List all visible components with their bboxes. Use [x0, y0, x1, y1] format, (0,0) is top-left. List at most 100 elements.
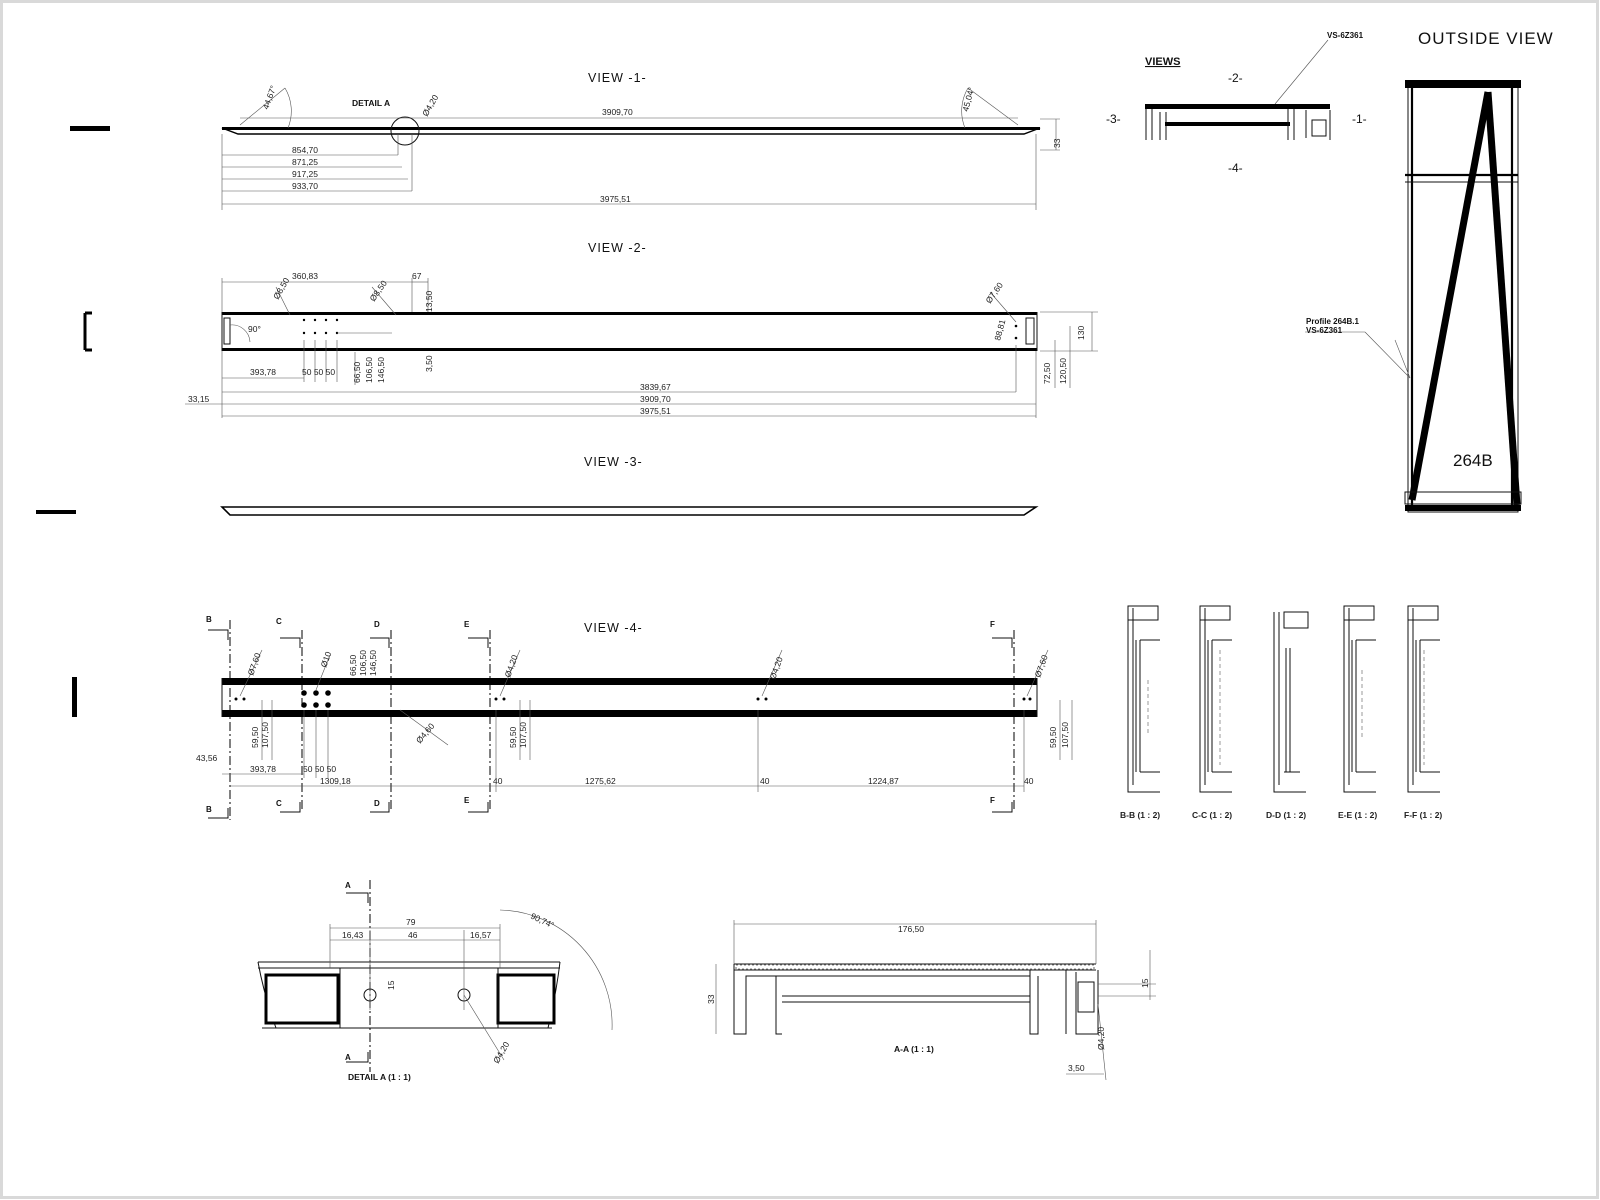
section-d-label: D-D (1 : 2) [1266, 810, 1306, 820]
marker-2: -2- [1228, 71, 1243, 85]
view2-dia-a: Ø8,50 [271, 276, 291, 301]
v4-v3: 146,50 [368, 650, 378, 676]
v4-zero-b: 40 [760, 776, 770, 786]
view1-d1: 854,70 [292, 145, 318, 155]
view2-top-a: 360,83 [292, 271, 318, 281]
v4-v2: 106,50 [358, 650, 368, 676]
view-3: VIEW -3- [36, 455, 1039, 516]
view2-left-dim: 393,78 [250, 367, 276, 377]
detail-a-tag: DETAIL A [352, 98, 390, 108]
cut-c-bottom: C [276, 799, 282, 808]
section-f-label: F-F (1 : 2) [1404, 810, 1442, 820]
view2-len-a: 3839,67 [640, 382, 671, 392]
view1-d3: 917,25 [292, 169, 318, 179]
views-heading: VIEWS [1145, 56, 1180, 68]
cut-d-top: D [374, 620, 380, 629]
view2-len-b: 3909,70 [640, 394, 671, 404]
detail-cut-bottom: A [345, 1053, 351, 1062]
view-1: VIEW -1- DETAIL A Ø4,20 44,67° 45,04° 39… [70, 71, 1062, 210]
view2-v3: 146,50 [376, 357, 386, 383]
v4-pitch: 50 50 50 [303, 764, 336, 774]
outside-view: OUTSIDE VIEW 264B Profile 264B.1 VS-6Z36… [1305, 29, 1553, 513]
section-views: B-B (1 : 2) C-C (1 : 2) D-D (1 : 2) E-E … [1120, 605, 1442, 820]
v4-zero-c: 40 [1024, 776, 1034, 786]
view2-top-b: 67 [412, 271, 422, 281]
views-key: VIEWS -2- -3- -1- -4- VS-6Z361 [1106, 31, 1367, 175]
view2-thumbnail [83, 311, 92, 352]
aa-label: A-A (1 : 1) [894, 1044, 934, 1054]
aa-h: 15 [1140, 978, 1150, 988]
marker-1: -1- [1352, 112, 1367, 126]
view2-title: VIEW -2- [588, 241, 647, 255]
v4-zero-a: 40 [493, 776, 503, 786]
section-c [1199, 605, 1232, 793]
frame-label-264b: 264B [1453, 451, 1493, 470]
view2-offset: 33,15 [188, 394, 210, 404]
section-a-a: 176,50 33 15 Ø4,20 3,50 A-A (1 : 1) [706, 920, 1156, 1081]
view2-v2: 106,50 [364, 357, 374, 383]
section-c-label: C-C (1 : 2) [1192, 810, 1232, 820]
view2-r1: 72,50 [1042, 362, 1052, 384]
detail-b-dim: 46 [408, 930, 418, 940]
view4-title: VIEW -4- [584, 621, 643, 635]
view2-pitch: 50 50 50 [302, 367, 335, 377]
v4-m1: 59,50 [508, 726, 518, 748]
cut-b-top: B [206, 615, 212, 624]
view2-v1: 66,50 [352, 361, 362, 383]
marker-4: -4- [1228, 161, 1243, 175]
view-4: VIEW -4- B B C C [72, 615, 1073, 820]
v4-l2: 107,50 [260, 722, 270, 748]
detail-a-dim: 16,43 [342, 930, 364, 940]
v4-span3: 1224,87 [868, 776, 899, 786]
view1-d4: 933,70 [292, 181, 318, 191]
cut-f-top: F [990, 620, 995, 629]
v4-left-off: 43,56 [196, 753, 218, 763]
detail-cut-top: A [345, 881, 351, 890]
v4-dia-d: Ø4,20 [767, 655, 784, 680]
v4-dia-e: Ø7,60 [1032, 653, 1049, 678]
v4-dia-b: Ø10 [318, 650, 333, 669]
v4-dia-a: Ø7,60 [245, 651, 262, 676]
marker-3: -3- [1106, 112, 1121, 126]
v4-m2: 107,50 [518, 722, 528, 748]
view1-hole-dim: Ø4,20 [420, 93, 440, 118]
cut-b-bottom: B [206, 805, 212, 814]
section-e [1343, 605, 1376, 793]
view2-r2: 120,50 [1058, 358, 1068, 384]
view1-total-length: 3975,51 [600, 194, 631, 204]
detail-angle: 90,74° [529, 911, 556, 930]
view2-h2: 3,50 [424, 355, 434, 372]
view1-title: VIEW -1- [588, 71, 647, 85]
section-b-label: B-B (1 : 2) [1120, 810, 1160, 820]
view2-angle: 90° [248, 324, 261, 334]
view2-dia-right: Ø7,60 [983, 280, 1005, 305]
view2-h1: 13,50 [424, 290, 434, 312]
detail-w: 79 [406, 917, 416, 927]
view1-top-length: 3909,70 [602, 107, 633, 117]
cut-c-top: C [276, 617, 282, 626]
v4-span1: 1309,18 [320, 776, 351, 786]
v4-span2: 1275,62 [585, 776, 616, 786]
view3-thumbnail [36, 510, 76, 514]
cut-f-bottom: F [990, 796, 995, 805]
detail-a: A A 79 16,43 46 16,57 15 90,74° Ø4,20 DE… [257, 880, 613, 1082]
view2-len-c: 3975,51 [640, 406, 671, 416]
top-profile-callout: VS-6Z361 [1327, 31, 1364, 40]
view2-side-right: 88,81 [992, 318, 1007, 341]
view4-thumbnail [72, 677, 77, 717]
v4-v1: 66,50 [348, 654, 358, 676]
v4-dia-c: Ø4,20 [502, 653, 519, 678]
section-e-label: E-E (1 : 2) [1338, 810, 1377, 820]
view1-thumbnail [70, 126, 110, 131]
aa-height: 33 [706, 994, 716, 1004]
v4-rr1: 59,50 [1048, 726, 1058, 748]
detail-c-dim: 16,57 [470, 930, 492, 940]
view1-angle-left: 44,67° [260, 84, 278, 111]
cut-e-top: E [464, 620, 470, 629]
detail-h: 15 [386, 980, 396, 990]
profile-callout-line1: Profile 264B.1 [1306, 317, 1359, 326]
view1-angle-right: 45,04° [960, 86, 976, 112]
v4-l1: 59,50 [250, 726, 260, 748]
